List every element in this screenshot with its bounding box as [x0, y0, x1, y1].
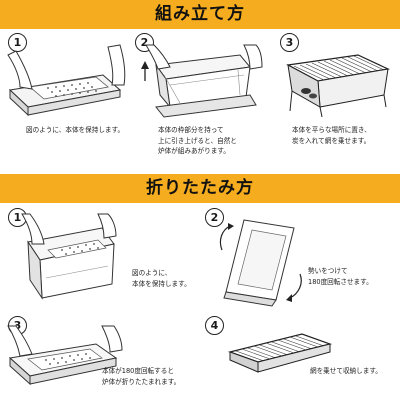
folding-step-2-illustration — [219, 219, 302, 307]
assembly-title: 組み立て方 — [155, 4, 245, 24]
assembly-step-2-illustration — [141, 44, 263, 118]
assembly-step-1-number: 1 — [8, 33, 27, 52]
folding-step-4-caption: 網を乗せて収納します。 — [310, 367, 382, 375]
arrow-up-icon — [141, 61, 149, 81]
folding-step-3-caption: 本体が180度回転すると 炉体が折りたたまれます。 — [102, 367, 181, 386]
folding-header: 折りたたみ方 — [0, 174, 400, 203]
folding-step-3-illustration — [7, 325, 123, 386]
grill-icon — [286, 54, 390, 118]
assembly-step-3-number: 3 — [280, 33, 299, 52]
assembly-step-1-caption: 図のように、本体を保持します。 — [26, 126, 125, 134]
folding-step-4-number: 4 — [205, 316, 224, 335]
assembly-step-3-caption: 本体を平らな場所に置き、 炭を入れて網を乗せます。 — [292, 126, 371, 145]
assembly-header: 組み立て方 — [0, 0, 400, 29]
assembly-step-3-illustration — [286, 54, 390, 118]
folding-step-1-illustration — [21, 213, 117, 300]
folding-step-4-illustration — [227, 333, 333, 373]
folding-step-2-number: 2 — [205, 208, 224, 227]
folding-title: 折りたたみ方 — [146, 178, 254, 198]
assembly-step-1-illustration — [7, 44, 126, 117]
folding-step-1-caption: 図のように、 本体を保持します。 — [132, 269, 191, 288]
folding-step-2-caption: 勢いをつけて 180度回転させます。 — [308, 267, 373, 286]
folding-step-1-number: 1 — [8, 208, 27, 227]
assembly-step-2-caption: 本体の枠部分を持って 上に引き上げると、自然と 炉体が組みあがります。 — [158, 126, 237, 155]
